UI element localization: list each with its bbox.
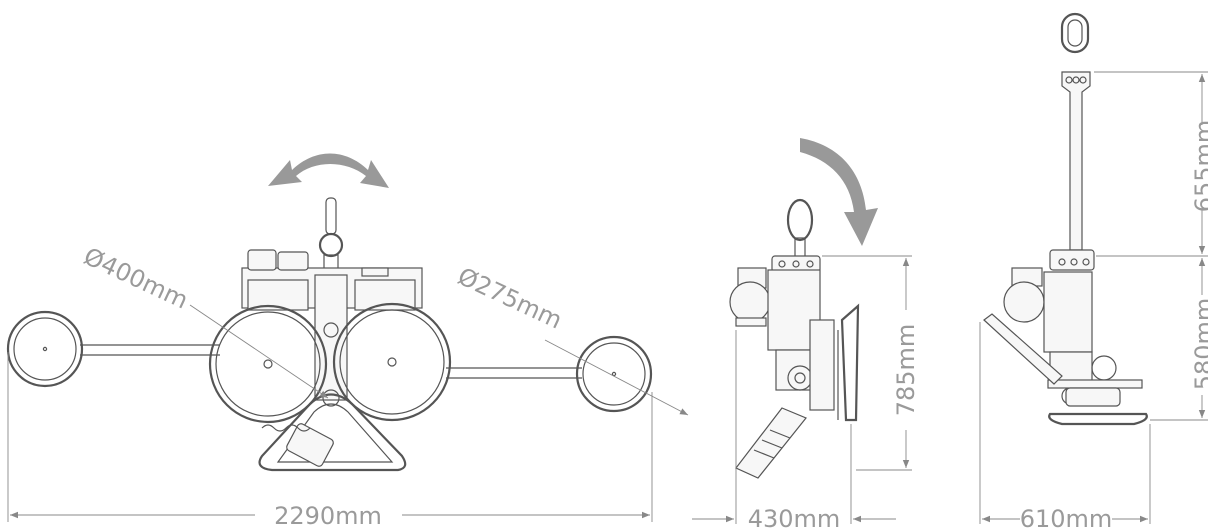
rear-motor: [1003, 281, 1045, 323]
large-pad-diameter-label: Ø400mm: [79, 242, 192, 314]
lower-height-label: 580mm: [1190, 298, 1208, 391]
side-motor: [729, 281, 771, 323]
lift-rod: [325, 197, 337, 235]
rear-long-bar: [1061, 71, 1091, 251]
front-width-label: 2290mm: [274, 502, 382, 529]
center-knob: [323, 322, 339, 338]
left-large-pad: [208, 304, 328, 424]
small-pad-diameter-label: Ø275mm: [453, 262, 566, 334]
center-hub: [322, 389, 340, 407]
side-height-label: 785mm: [892, 324, 920, 417]
front-motor-left: [247, 249, 277, 271]
front-motor-right: [277, 251, 309, 271]
front-cap: [361, 267, 389, 277]
tilt-arrow-icon: [800, 138, 878, 246]
side-suction-plate: [840, 303, 860, 422]
triangle-handle: [258, 393, 407, 472]
front-view: Ø400mm Ø275mm 2290mm: [6, 153, 689, 529]
side-lifting-eye: [786, 198, 814, 242]
side-depth-label: 430mm: [748, 505, 841, 529]
left-small-pad: [6, 310, 84, 388]
rear-body: [1043, 271, 1093, 353]
right-small-pad: [575, 335, 653, 413]
side-view: 785mm 430mm: [692, 138, 920, 529]
rear-view: 655mm 580mm 610mm: [979, 12, 1208, 529]
rear-width-label: 610mm: [1020, 505, 1113, 529]
rear-base-plate: [1047, 379, 1143, 389]
rear-lifting-eye: [1060, 12, 1090, 54]
upper-height-label: 655mm: [1190, 120, 1208, 213]
rear-handle: [983, 313, 1063, 385]
rear-suction-pad: [1048, 412, 1148, 426]
right-large-pad: [332, 302, 452, 422]
front-left-box: [247, 279, 309, 311]
rotate-arrow-icon: [268, 153, 389, 188]
control-box: [286, 423, 334, 467]
lifting-eye: [318, 232, 344, 258]
